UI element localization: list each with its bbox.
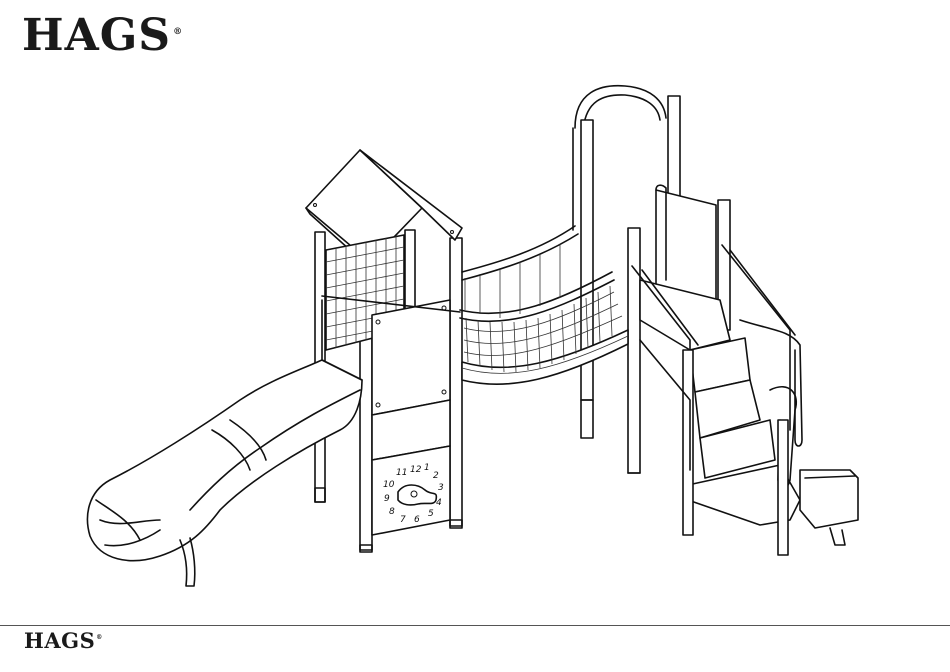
house-tower: 12 1 2 3 4 5 6 7 8 9 10 11 [306,150,462,552]
clock-num-10: 10 [383,480,395,490]
clock-num-8: 8 [389,507,395,517]
clock-num-4: 4 [436,498,442,508]
footer-logo: HAGS® [24,630,103,651]
clock-num-6: 6 [414,515,420,525]
clock-num-3: 3 [438,483,444,493]
footer-logo-text: HAGS [24,628,95,653]
playground-line-drawing: 12 1 2 3 4 5 6 7 8 9 10 11 [0,0,950,620]
footer-divider [0,625,950,626]
stair-tower [628,185,802,555]
clock-num-12: 12 [410,465,422,475]
clock-num-1: 1 [424,463,430,473]
net-bridge [460,226,628,384]
clock-num-2: 2 [433,471,439,481]
footer-registered-mark: ® [96,634,103,641]
clock-num-11: 11 [396,468,407,478]
clock-num-5: 5 [428,509,434,519]
clock-num-9: 9 [384,494,390,504]
clock-num-7: 7 [400,515,406,525]
small-slide [800,470,858,545]
